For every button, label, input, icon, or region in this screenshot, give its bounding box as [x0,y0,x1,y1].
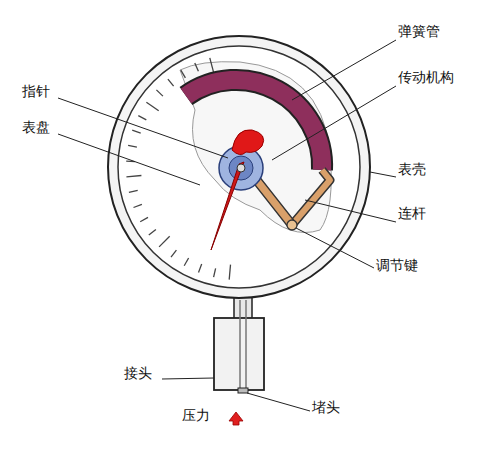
tick [229,265,230,280]
tick [126,176,141,177]
part-label: 弹簧管 [398,24,440,39]
part-label: 表盘 [22,120,50,135]
part-label: 连杆 [398,206,426,221]
tick [168,79,174,86]
bore [245,300,247,392]
joint [214,318,264,390]
tick [138,116,146,120]
tick [129,190,138,192]
tick [195,63,199,71]
gauge-case [108,36,370,298]
tick [159,236,170,247]
leader-lines [58,40,396,411]
movement-gear [229,156,253,180]
sector [255,178,292,225]
tick [140,217,148,221]
tick [210,58,214,72]
tick [134,204,142,207]
tick [171,250,176,257]
part-label: 表壳 [398,162,426,177]
tick [156,90,163,96]
sector-outline [255,178,292,225]
adjust-key [287,220,297,230]
tick [214,268,216,277]
dial-ring [118,46,360,288]
tick [149,230,156,235]
part-label: 指针 [22,84,50,99]
part-label: 压力 [182,408,210,423]
tick [132,130,141,133]
plug [238,388,248,393]
pointer [211,162,244,250]
part-label: 调节键 [376,258,418,273]
link [292,170,330,225]
tick [184,258,188,266]
pivot [237,164,245,172]
part-label: 接头 [124,366,152,381]
part-label: 传动机构 [398,70,454,85]
tick [128,145,137,147]
tick [146,102,158,111]
pointer-hub [232,130,264,155]
bore [239,300,241,392]
tick [199,264,202,272]
tick [181,70,186,78]
pressure-arrow [229,412,243,425]
part-label: 堵头 [312,400,340,415]
link-outline [292,170,330,225]
cutaway [180,62,331,233]
